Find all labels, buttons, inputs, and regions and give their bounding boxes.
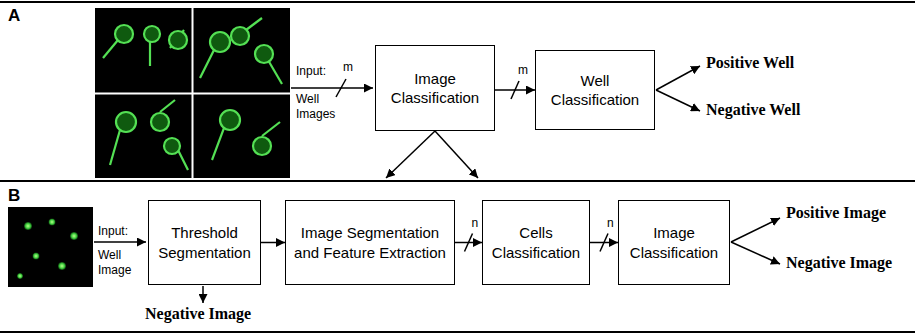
output-label: Negative Well [706,101,800,119]
cell-montage [212,128,224,160]
input-label: Input: [98,224,128,239]
cell-montage [200,50,214,78]
layout-arrows [656,66,700,90]
cell-montage [103,18,282,170]
flow-arrow [261,242,285,244]
cell-montage [116,112,136,132]
input-label: Input: [296,64,326,79]
layout-arrows [656,90,700,111]
cell-montage [262,122,280,136]
box-label: Image Classification [627,223,721,262]
panel-rules [0,331,915,333]
cell-montage [268,60,282,84]
layout-arrows [435,131,478,178]
layout-arrows [94,66,780,303]
panel-rules [0,1,915,3]
bus-slash [465,234,473,252]
cell-montage [115,25,133,43]
cell-montage [253,137,271,155]
process-box: Cells Classification [482,200,590,285]
process-box: Image Classification [375,45,495,131]
cell-montage [95,8,290,178]
count-mark: n [472,216,479,230]
box-label: Threshold Segmentation [157,223,252,262]
count-mark: m [518,63,528,77]
count-mark: n [607,216,614,230]
layout-arrows [386,131,435,178]
layout-arrows [202,286,204,303]
cell-montage [149,42,151,66]
cell-montage [178,150,188,170]
cell-montage [151,113,169,131]
count-mark: m [343,60,353,74]
layout-arrows [291,87,373,89]
well-image [17,273,23,279]
well-image [8,207,93,287]
box-label: Cells Classification [491,223,581,262]
cell-montage [110,130,120,165]
layout-arrows [336,79,346,97]
layout-arrows [94,241,146,243]
cell-montage [95,93,290,95]
layout-arrows [731,218,780,242]
output-label: Negative Image [786,254,892,272]
cell-montage [164,138,180,154]
cell-montage [231,27,249,45]
cell-montage [169,31,187,49]
cell-montage [255,45,273,63]
layout-arrows [731,242,780,264]
cell-montage [210,32,230,52]
process-box: Threshold Segmentation [148,200,261,285]
output-label: Positive Well [706,54,794,72]
cell-montage [246,18,262,30]
well-image [24,222,32,230]
process-box: Image Segmentation and Feature Extractio… [285,200,455,285]
bus-slash [600,234,608,252]
output-label: Positive Image [786,204,886,222]
input-label: Well Image [98,248,142,278]
well-image [58,262,66,270]
panel-rules [0,180,915,182]
panel-letter: A [8,6,20,26]
cell-montage [220,110,240,130]
well-image [8,207,93,287]
bus-slash [511,81,519,99]
cell-montage [144,26,160,42]
output-label: Negative Image [145,305,251,323]
well-image [33,253,40,260]
input-label: Well Images [296,92,346,122]
process-box: Image Classification [618,200,730,285]
box-label: Well Classification [544,71,646,110]
box-label: Image Segmentation and Feature Extractio… [294,223,446,262]
box-label: Image Classification [384,69,486,108]
panel-letter: B [8,186,20,206]
well-image [49,219,56,226]
process-box: Well Classification [535,50,655,130]
cell-montage [103,40,118,58]
well-image [70,232,78,240]
cell-montage [160,100,175,112]
cell-montage [95,8,290,178]
